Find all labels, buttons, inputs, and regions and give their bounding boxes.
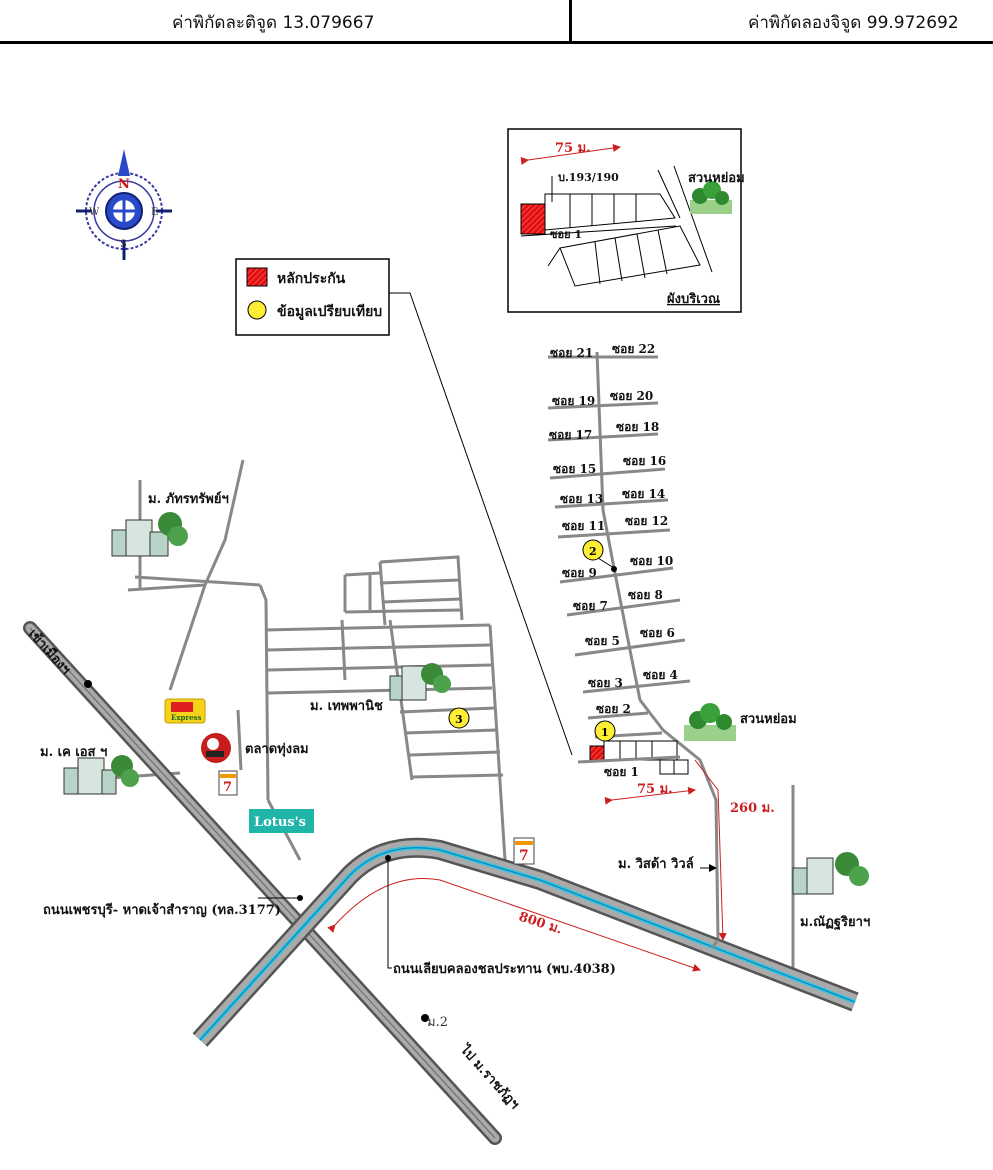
building-icon [792, 852, 869, 895]
seven-eleven-icon: 7 [218, 770, 238, 796]
village-visada-label: ม. วิสด้า วิวล์ [618, 856, 694, 872]
village-phattharasap-label: ม. ภัทรทรัพย์ฯ [148, 491, 229, 507]
soi-2-label: ซอย 2 [596, 702, 631, 716]
building-icon [63, 755, 139, 795]
soi-4-label: ซอย 4 [643, 668, 678, 682]
comparison-marker-2: 2 [582, 539, 617, 572]
soi-22-label: ซอย 22 [612, 342, 655, 356]
svg-text:7: 7 [223, 780, 232, 795]
express-store-icon: Express [164, 698, 206, 724]
soi-14-label: ซอย 14 [622, 487, 665, 501]
comparison-marker-3: 3 [448, 707, 470, 729]
soi-20-label: ซอย 20 [610, 389, 653, 403]
legend-comparison-swatch [247, 300, 267, 320]
soi-19-label: ซอย 19 [552, 394, 595, 408]
lotus-label: Lotus's [254, 815, 306, 830]
marker-3-label: 3 [455, 713, 463, 726]
distance-75-label: 75 ม. [637, 782, 673, 797]
soi-15-label: ซอย 15 [553, 462, 596, 476]
legend-comparison-label: ข้อมูลเปรียบเทียบ [277, 304, 382, 320]
distance-260-label: 260 ม. [730, 801, 775, 816]
soi-5-label: ซอย 5 [585, 634, 620, 648]
inset-park-label: สวนหย่อม [688, 171, 745, 186]
soi-7-label: ซอย 7 [573, 599, 608, 613]
village-thepphanich-label: ม. เทพพานิช [310, 699, 383, 714]
soi-11-label: ซอย 11 [562, 519, 605, 533]
park-tree-icon [684, 703, 736, 741]
latitude-text: ค่าพิกัดละติจูด 13.079667 [172, 13, 375, 33]
soi-1-label: ซอย 1 [604, 765, 639, 779]
marker-1-label: 1 [601, 726, 609, 739]
soi-16-label: ซอย 16 [623, 454, 666, 468]
legend: หลักประกัน ข้อมูลเปรียบเทียบ [235, 258, 390, 336]
soi-6-label: ซอย 6 [640, 626, 675, 640]
highway-3177 [23, 621, 502, 1145]
marker-2-label: 2 [589, 545, 597, 558]
building-icon [389, 663, 451, 701]
market-icon [201, 733, 231, 763]
compass-n: N [118, 177, 130, 192]
soi-roads [547, 351, 720, 941]
local-roads [109, 459, 795, 970]
compass-rose-icon: N S W E [76, 149, 172, 260]
distance-800-label: 800 ม. [517, 910, 564, 938]
compass-s: S [120, 239, 127, 250]
collateral-plots [577, 740, 689, 775]
soi-18-label: ซอย 18 [616, 420, 659, 434]
inset-tree-icon [690, 181, 732, 214]
soi-21-label: ซอย 21 [550, 346, 593, 360]
to-city-label: เข้าเมืองฯ [25, 626, 74, 678]
compass-e: E [151, 207, 158, 218]
header-divider [569, 0, 572, 44]
soi-9-label: ซอย 9 [562, 566, 597, 580]
soi-12-label: ซอย 12 [625, 514, 668, 528]
comparison-marker-1: 1 [594, 720, 616, 742]
village-natchariya-label: ม.ณัฏฐริยาฯ [800, 915, 870, 931]
moo2-label: ม.2 [427, 1015, 448, 1030]
road-canal-label: ถนนเลียบคลองชลประทาน (พบ.4038) [393, 961, 616, 977]
building-icon [111, 512, 188, 557]
soi-3-label: ซอย 3 [588, 676, 623, 690]
road-phetchaburi-label: ถนนเพชรบุรี- หาดเจ้าสำราญ (ทล.3177) [43, 902, 281, 918]
canal-road-4038 [192, 837, 859, 1047]
park-label: สวนหย่อม [740, 712, 797, 727]
seven-eleven-icon: 7 [513, 837, 535, 865]
soi-labels: ซอย 21 ซอย 22 ซอย 19 ซอย 20 ซอย 17 ซอย 1… [549, 342, 678, 779]
market-label: ตลาดทุ่งลม [245, 742, 309, 757]
site-plan-inset: 75 ม. บ.193/190 ซอย 1 สวนหย่อม ผังบริเวณ [507, 128, 745, 313]
legend-collateral-swatch [246, 267, 268, 287]
soi-8-label: ซอย 8 [628, 588, 663, 602]
legend-collateral-label: หลักประกัน [277, 271, 346, 287]
longitude-text: ค่าพิกัดลองจิจูด 99.972692 [748, 13, 959, 33]
village-ks-label: ม. เค เอส ฯ [40, 745, 107, 760]
soi-10-label: ซอย 10 [630, 554, 673, 568]
soi-13-label: ซอย 13 [560, 492, 603, 506]
coordinates-header: ค่าพิกัดละติจูด 13.079667 ค่าพิกัดลองจิจ… [0, 0, 993, 44]
soi-17-label: ซอย 17 [549, 428, 592, 442]
svg-text:7: 7 [519, 848, 529, 864]
inset-distance: 75 ม. [555, 141, 591, 156]
inset-soi: ซอย 1 [550, 228, 582, 241]
inset-house-no: บ.193/190 [558, 171, 619, 184]
express-label: Express [171, 713, 201, 722]
lotus-store-icon: Lotus's [249, 809, 314, 833]
inset-caption: ผังบริเวณ [667, 292, 720, 307]
compass-w: W [89, 207, 100, 218]
